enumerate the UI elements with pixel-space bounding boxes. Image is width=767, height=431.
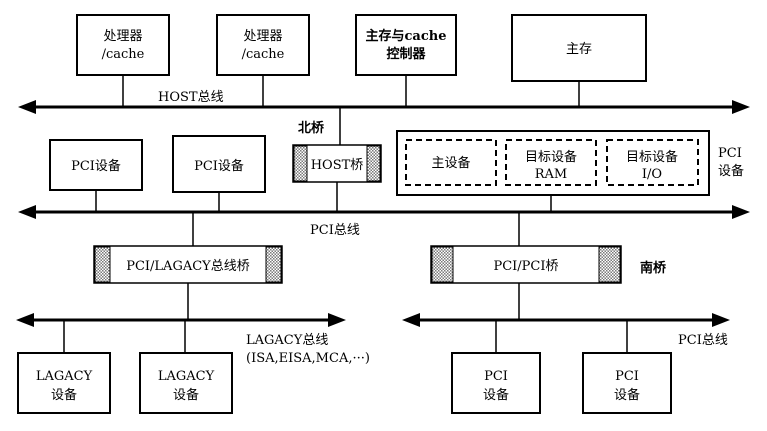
cpu2-line2: /cache xyxy=(242,47,285,62)
pci-pci-bridge-label: PCI/PCI桥 xyxy=(493,259,558,274)
host-bus-label: HOST总线 xyxy=(158,90,224,105)
pci-bus-connectors xyxy=(95,182,552,246)
pci-bus-label: PCI总线 xyxy=(310,223,360,238)
legacy-bus-label-line1: LAGACY总线 xyxy=(246,333,328,348)
pci-legacy-bridge-box: PCI/LAGACY总线桥 xyxy=(93,245,283,284)
host-bus xyxy=(18,100,750,114)
pci-dev3-line2: 设备 xyxy=(483,387,509,403)
legacy-device-box-1: LAGACY 设备 xyxy=(17,352,111,414)
target-ram-line1: 目标设备 xyxy=(525,149,577,165)
north-bridge-label: 北桥 xyxy=(298,120,325,136)
master-device-label: 主设备 xyxy=(431,155,470,171)
host-bridge-box: HOST桥 xyxy=(292,144,382,183)
bottom-connectors xyxy=(63,320,628,353)
pci-bus-2 xyxy=(402,313,730,327)
pci-pci-bridge-box: PCI/PCI桥 xyxy=(430,245,622,284)
legacy-bus-label-line2: (ISA,EISA,MCA,···) xyxy=(246,351,370,366)
target-ram-line2: RAM xyxy=(535,167,568,182)
legacy-dev1-line1: LAGACY xyxy=(36,369,93,384)
pci-device-group-label-line2: 设备 xyxy=(718,163,744,179)
pci-dev3-line1: PCI xyxy=(484,369,508,384)
pci-device-box-1: PCI设备 xyxy=(49,139,143,191)
pci-device-box-2: PCI设备 xyxy=(172,135,266,193)
pci-device-1-label: PCI设备 xyxy=(71,158,121,174)
pci-legacy-bridge-label: PCI/LAGACY总线桥 xyxy=(126,259,250,274)
main-memory-box: 主存 xyxy=(511,14,647,82)
pci-device-2-label: PCI设备 xyxy=(194,158,244,174)
cpu2-line1: 处理器 xyxy=(243,29,282,44)
pci-bus xyxy=(18,205,750,219)
legacy-bus xyxy=(16,313,346,327)
pci-device-box-3: PCI 设备 xyxy=(451,352,541,414)
south-bridge-label: 南桥 xyxy=(640,260,667,276)
pci-device-group: 主设备 目标设备 RAM 目标设备 I/O xyxy=(396,130,710,196)
cpu1-line1: 处理器 xyxy=(103,29,142,44)
target-io-line1: 目标设备 xyxy=(626,149,678,165)
legacy-dev2-line1: LAGACY xyxy=(158,369,215,384)
cpu-cache-box-2: 处理器 /cache xyxy=(216,14,310,76)
host-bridge-label: HOST桥 xyxy=(311,158,364,173)
mem-ctrl-line2: 控制器 xyxy=(386,46,426,62)
main-mem-label: 主存 xyxy=(566,42,592,57)
mem-ctrl-line1: 主存与cache xyxy=(366,28,447,44)
target-io-line2: I/O xyxy=(642,167,662,182)
cpu-cache-box-1: 处理器 /cache xyxy=(76,14,170,76)
pci-dev4-line1: PCI xyxy=(615,369,639,384)
top-connectors xyxy=(122,75,580,145)
legacy-dev1-line2: 设备 xyxy=(51,387,77,403)
lower-bridge-connectors xyxy=(187,283,520,320)
memory-cache-controller-box: 主存与cache 控制器 xyxy=(355,14,457,76)
pci-device-group-label-line1: PCI xyxy=(718,146,742,161)
pci-device-box-4: PCI 设备 xyxy=(582,352,672,414)
pci-dev4-line2: 设备 xyxy=(614,387,640,403)
pci-bus-2-label: PCI总线 xyxy=(678,333,728,348)
legacy-dev2-line2: 设备 xyxy=(173,387,199,403)
legacy-device-box-2: LAGACY 设备 xyxy=(139,352,233,414)
cpu1-line2: /cache xyxy=(102,47,145,62)
